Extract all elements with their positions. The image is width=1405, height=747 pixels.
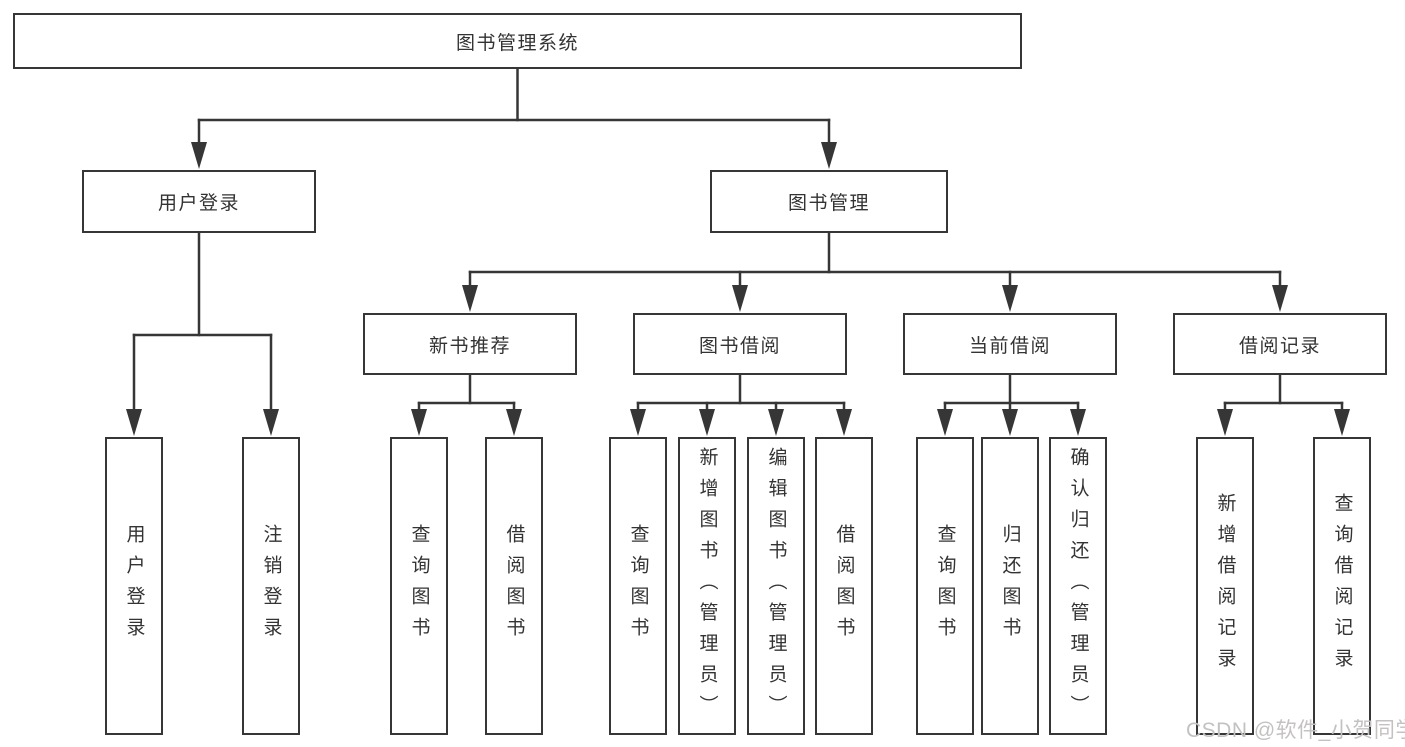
node-leaf-add-book-admin: 新增图书（管理员） [678, 437, 736, 735]
arrow-down-icon [411, 409, 427, 436]
arrow-down-icon [1217, 409, 1233, 436]
node-book-borrow: 图书借阅 [633, 313, 847, 375]
arrow-down-icon [126, 409, 142, 436]
node-label: 新增图书（管理员） [696, 446, 718, 726]
arrow-down-icon [1272, 285, 1288, 312]
arrow-down-icon [1002, 285, 1018, 312]
arrow-down-icon [263, 409, 279, 436]
arrow-down-icon [937, 409, 953, 436]
node-label: 图书借阅 [698, 335, 781, 357]
node-label: 查询图书 [408, 524, 430, 648]
user-login-connector [126, 231, 279, 436]
node-leaf-logout: 注销登录 [242, 437, 300, 735]
node-book-mgmt-group: 图书管理 [710, 170, 948, 233]
node-leaf-query-books-current: 查询图书 [916, 437, 974, 735]
node-label: 编辑图书（管理员） [765, 446, 787, 726]
node-leaf-confirm-return-admin: 确认归还（管理员） [1049, 437, 1107, 735]
arrow-down-icon [1334, 409, 1350, 436]
node-label: 查询图书 [627, 524, 649, 648]
node-label: 用户登录 [157, 193, 240, 214]
node-leaf-return-books: 归还图书 [981, 437, 1039, 735]
node-label: 确认归还（管理员） [1067, 446, 1089, 726]
node-leaf-query-books-rec: 查询图书 [390, 437, 448, 735]
book-mgmt-connector [462, 231, 1288, 312]
arrow-down-icon [699, 409, 715, 436]
arrow-down-icon [1002, 409, 1018, 436]
node-leaf-add-borrow-record: 新增借阅记录 [1196, 437, 1254, 735]
node-leaf-borrow-books: 借阅图书 [815, 437, 873, 735]
node-label: 新增借阅记录 [1214, 493, 1236, 679]
arrow-down-icon [768, 409, 784, 436]
arrow-down-icon [506, 409, 522, 436]
node-leaf-query-books-borrow: 查询图书 [609, 437, 667, 735]
node-leaf-user-login: 用户登录 [105, 437, 163, 735]
node-label: 借阅图书 [833, 524, 855, 648]
node-label: 注销登录 [260, 524, 282, 648]
node-label: 借阅记录 [1238, 335, 1321, 357]
arrow-down-icon [732, 285, 748, 312]
node-current-borrow: 当前借阅 [903, 313, 1117, 375]
watermark-text: CSDN @软件_小贺同学 [1186, 719, 1405, 742]
node-leaf-edit-book-admin: 编辑图书（管理员） [747, 437, 805, 735]
arrow-down-icon [630, 409, 646, 436]
node-root: 图书管理系统 [13, 13, 1022, 69]
node-leaf-query-borrow-record: 查询借阅记录 [1313, 437, 1371, 735]
node-label: 图书管理系统 [455, 32, 579, 54]
node-label: 借阅图书 [503, 524, 525, 648]
node-new-book-rec: 新书推荐 [363, 313, 577, 375]
node-label: 用户登录 [123, 524, 145, 648]
book-borrow-connector [630, 373, 852, 436]
arrow-down-icon [191, 142, 207, 169]
new-book-rec-connector [411, 373, 522, 436]
root-connector [191, 67, 837, 169]
current-borrow-connector [937, 373, 1086, 436]
node-label: 归还图书 [999, 524, 1021, 648]
node-leaf-borrow-books-rec: 借阅图书 [485, 437, 543, 735]
node-label: 查询图书 [934, 524, 956, 648]
arrow-down-icon [462, 285, 478, 312]
node-label: 新书推荐 [428, 335, 511, 357]
node-label: 当前借阅 [968, 335, 1051, 357]
borrow-records-connector [1217, 373, 1350, 436]
arrow-down-icon [1070, 409, 1086, 436]
node-label: 图书管理 [787, 193, 870, 214]
arrow-down-icon [821, 142, 837, 169]
node-user-login-group: 用户登录 [82, 170, 316, 233]
arrow-down-icon [836, 409, 852, 436]
node-borrow-records: 借阅记录 [1173, 313, 1387, 375]
node-label: 查询借阅记录 [1331, 493, 1353, 679]
